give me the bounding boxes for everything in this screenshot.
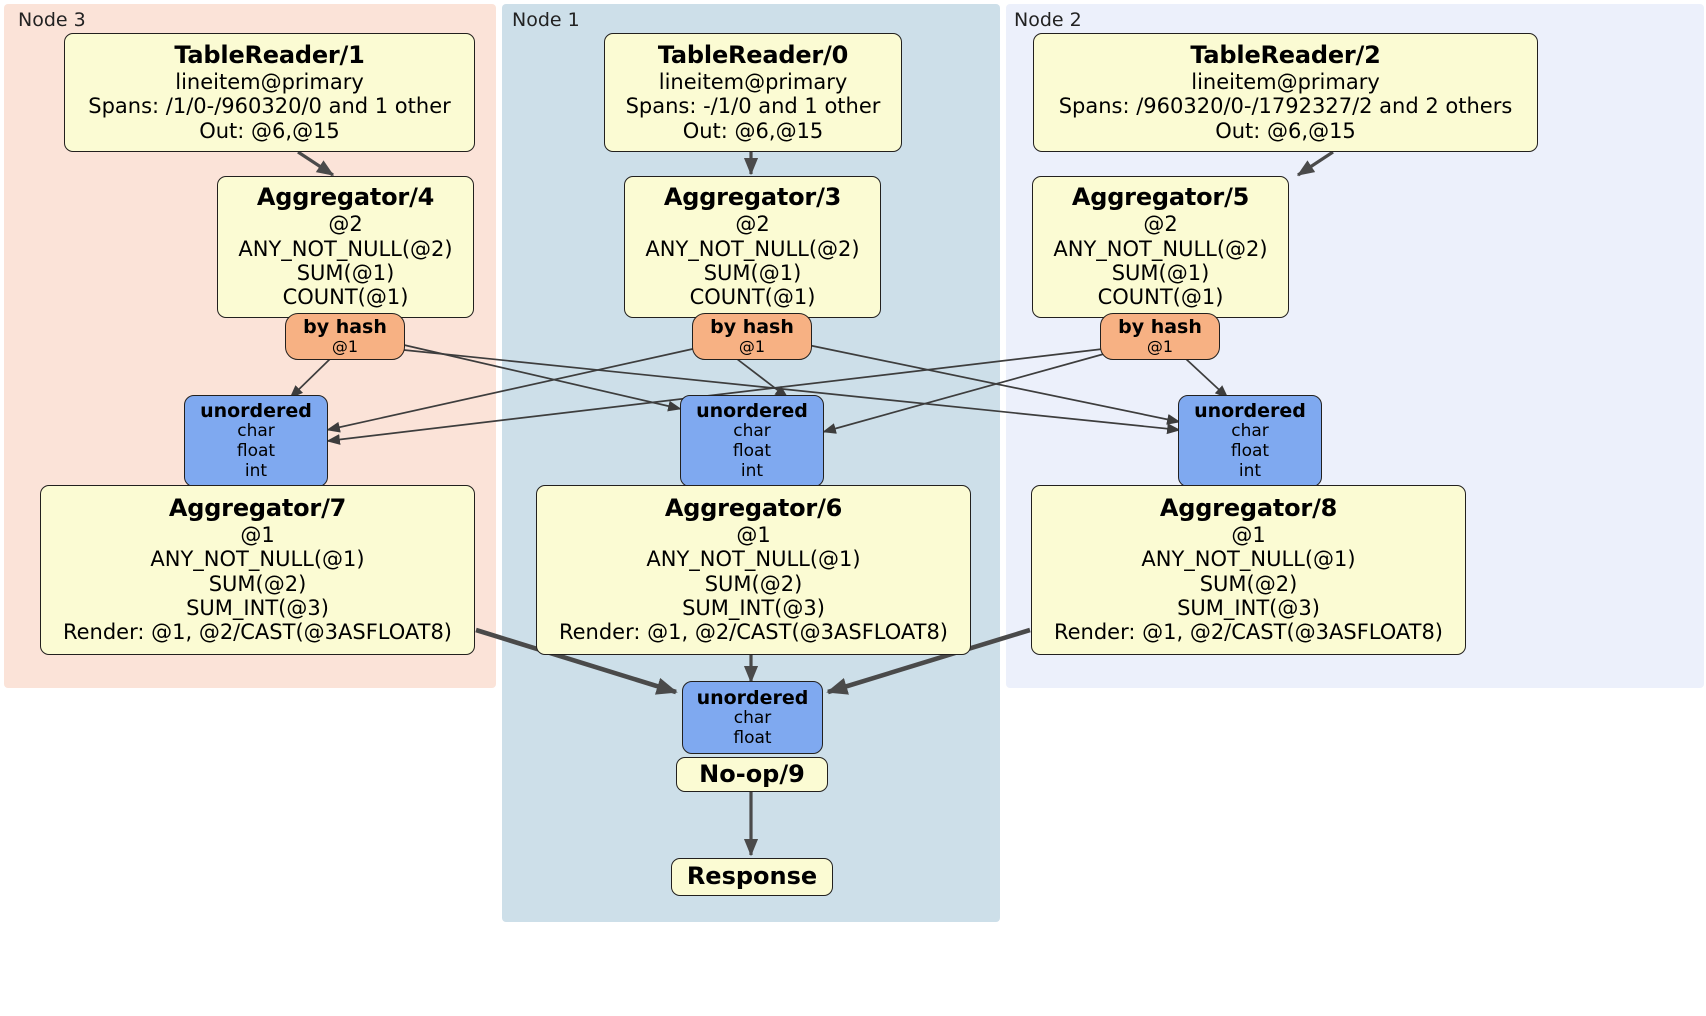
table-reader-out: Out: @6,@15	[682, 118, 824, 143]
table-reader-spans: Spans: /960320/0-/1792327/2 and 2 others	[1058, 94, 1513, 119]
noop-9[interactable]: No-op/9	[676, 757, 828, 792]
aggregator-agg3: SUM_INT(@3)	[682, 596, 825, 621]
sync-type-char: char	[733, 707, 772, 728]
hash-router-column: @1	[1146, 337, 1174, 357]
sync-type-char: char	[1231, 421, 1269, 442]
aggregator-group: @1	[736, 523, 771, 548]
aggregator-agg2: SUM(@1)	[296, 260, 395, 285]
aggregator-title: Aggregator/4	[256, 183, 435, 212]
sync-type-float: float	[733, 727, 772, 748]
table-reader-title: TableReader/0	[657, 41, 849, 70]
sync-title: unordered	[696, 400, 808, 423]
aggregator-title: Aggregator/7	[168, 494, 347, 523]
aggregator-agg3: SUM_INT(@3)	[1177, 596, 1320, 621]
aggregator-agg2: SUM(@2)	[208, 571, 307, 596]
hash-router-column: @1	[738, 337, 766, 357]
aggregator-agg1: ANY_NOT_NULL(@1)	[150, 547, 365, 572]
aggregator-agg1: ANY_NOT_NULL(@2)	[238, 236, 453, 261]
aggregator-agg2: SUM(@1)	[703, 260, 802, 285]
aggregator-agg3: COUNT(@1)	[282, 285, 409, 310]
aggregator-agg1: ANY_NOT_NULL(@2)	[645, 236, 860, 261]
aggregator-render: Render: @1, @2/CAST(@3ASFLOAT8)	[558, 620, 949, 645]
aggregator-group: @2	[1143, 212, 1178, 237]
aggregator-agg2: SUM(@1)	[1111, 260, 1210, 285]
aggregator-agg3: SUM_INT(@3)	[186, 596, 329, 621]
aggregator-4[interactable]: Aggregator/4 @2 ANY_NOT_NULL(@2) SUM(@1)…	[217, 176, 474, 318]
table-reader-out: Out: @6,@15	[199, 118, 340, 143]
aggregator-agg1: ANY_NOT_NULL(@2)	[1053, 236, 1268, 261]
sync-title: unordered	[200, 400, 312, 423]
unordered-sync-node2[interactable]: unordered char float int	[1178, 395, 1322, 487]
response-title: Response	[686, 862, 818, 891]
sync-title: unordered	[696, 686, 809, 709]
aggregator-agg2: SUM(@2)	[1199, 571, 1298, 596]
table-reader-title: TableReader/2	[1190, 41, 1381, 70]
aggregator-5[interactable]: Aggregator/5 @2 ANY_NOT_NULL(@2) SUM(@1)…	[1032, 176, 1289, 318]
aggregator-group: @2	[735, 212, 770, 237]
hash-router-title: by hash	[303, 316, 387, 339]
hash-router-node1[interactable]: by hash @1	[692, 313, 812, 360]
aggregator-title: Aggregator/8	[1159, 494, 1338, 523]
aggregator-render: Render: @1, @2/CAST(@3ASFLOAT8)	[1053, 620, 1444, 645]
aggregator-group: @1	[1231, 523, 1266, 548]
sync-title: unordered	[1194, 400, 1306, 423]
unordered-sync-node1[interactable]: unordered char float int	[680, 395, 824, 487]
sync-type-int: int	[244, 460, 268, 481]
hash-router-node3[interactable]: by hash @1	[285, 313, 405, 360]
node-panel-label-node2: Node 2	[1014, 9, 1082, 31]
aggregator-agg1: ANY_NOT_NULL(@1)	[1141, 547, 1356, 572]
hash-router-column: @1	[331, 337, 359, 357]
aggregator-title: Aggregator/6	[664, 494, 843, 523]
table-reader-table: lineitem@primary	[1191, 69, 1380, 94]
hash-router-title: by hash	[710, 316, 794, 339]
noop-title: No-op/9	[699, 759, 805, 788]
aggregator-7[interactable]: Aggregator/7 @1 ANY_NOT_NULL(@1) SUM(@2)…	[40, 485, 475, 655]
sync-type-float: float	[1230, 441, 1270, 462]
table-reader-title: TableReader/1	[174, 41, 365, 70]
hash-router-title: by hash	[1118, 316, 1202, 339]
aggregator-group: @1	[240, 523, 275, 548]
table-reader-spans: Spans: -/1/0 and 1 other	[625, 94, 881, 119]
aggregator-6[interactable]: Aggregator/6 @1 ANY_NOT_NULL(@1) SUM(@2)…	[536, 485, 971, 655]
unordered-sync-node3[interactable]: unordered char float int	[184, 395, 328, 487]
aggregator-agg3: COUNT(@1)	[689, 285, 816, 310]
node-panel-label-node1: Node 1	[512, 9, 580, 31]
table-reader-spans: Spans: /1/0-/960320/0 and 1 other	[88, 94, 451, 119]
hash-router-node2[interactable]: by hash @1	[1100, 313, 1220, 360]
table-reader-2[interactable]: TableReader/2 lineitem@primary Spans: /9…	[1033, 33, 1538, 152]
aggregator-agg2: SUM(@2)	[704, 571, 803, 596]
aggregator-title: Aggregator/5	[1071, 183, 1250, 212]
sync-type-char: char	[733, 421, 771, 442]
table-reader-table: lineitem@primary	[658, 69, 848, 94]
aggregator-group: @2	[328, 212, 363, 237]
aggregator-title: Aggregator/3	[663, 183, 842, 212]
response-node[interactable]: Response	[671, 858, 833, 896]
sync-type-char: char	[237, 421, 275, 442]
sync-type-float: float	[732, 441, 772, 462]
table-reader-table: lineitem@primary	[175, 69, 364, 94]
aggregator-agg1: ANY_NOT_NULL(@1)	[646, 547, 861, 572]
table-reader-out: Out: @6,@15	[1215, 118, 1356, 143]
aggregator-3[interactable]: Aggregator/3 @2 ANY_NOT_NULL(@2) SUM(@1)…	[624, 176, 881, 318]
aggregator-8[interactable]: Aggregator/8 @1 ANY_NOT_NULL(@1) SUM(@2)…	[1031, 485, 1466, 655]
aggregator-agg3: COUNT(@1)	[1097, 285, 1224, 310]
table-reader-1[interactable]: TableReader/1 lineitem@primary Spans: /1…	[64, 33, 475, 152]
sync-type-int: int	[1238, 460, 1262, 481]
sync-type-float: float	[236, 441, 276, 462]
unordered-sync-final[interactable]: unordered char float	[682, 681, 823, 754]
sync-type-int: int	[740, 460, 764, 481]
table-reader-0[interactable]: TableReader/0 lineitem@primary Spans: -/…	[604, 33, 902, 152]
aggregator-render: Render: @1, @2/CAST(@3ASFLOAT8)	[62, 620, 453, 645]
node-panel-label-node3: Node 3	[18, 9, 86, 31]
